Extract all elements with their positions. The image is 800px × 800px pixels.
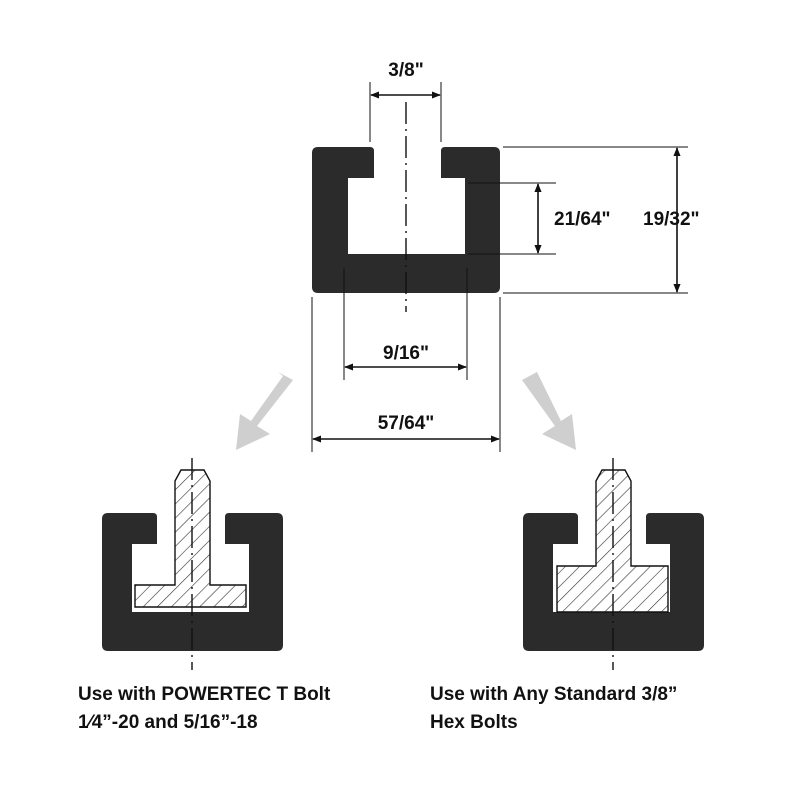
inner-width-label: 9/16" [383,343,429,364]
right-profile-shape [523,513,704,651]
slot-opening-dimension: 3/8" [369,60,442,142]
right-caption-line2: Hex Bolts [430,712,518,733]
left-profile-shape [102,513,283,651]
overall-height-dimension: 19/32" [503,146,700,294]
inner-width-dimension: 9/16" [343,268,468,380]
overall-width-label: 57/64" [378,413,435,434]
left-arrow-icon [236,372,293,450]
main-profile [312,147,500,293]
t-bolt-icon [134,469,247,608]
right-caption-line1: Use with Any Standard 3/8” [430,684,677,705]
left-caption-line1: Use with POWERTEC T Bolt [78,684,331,705]
overall-height-label: 19/32" [643,209,700,230]
slot-opening-label: 3/8" [388,60,423,81]
left-caption-line2: 1⁄4”-20 and 5/16”-18 [78,712,258,733]
right-arrow-icon [522,372,576,450]
inner-height-dimension: 21/64" [468,182,611,255]
left-profile [102,458,283,670]
right-profile [523,458,704,670]
overall-width-dimension: 57/64" [311,297,501,452]
main-profile-shape [312,147,500,293]
inner-height-label: 21/64" [554,209,611,230]
